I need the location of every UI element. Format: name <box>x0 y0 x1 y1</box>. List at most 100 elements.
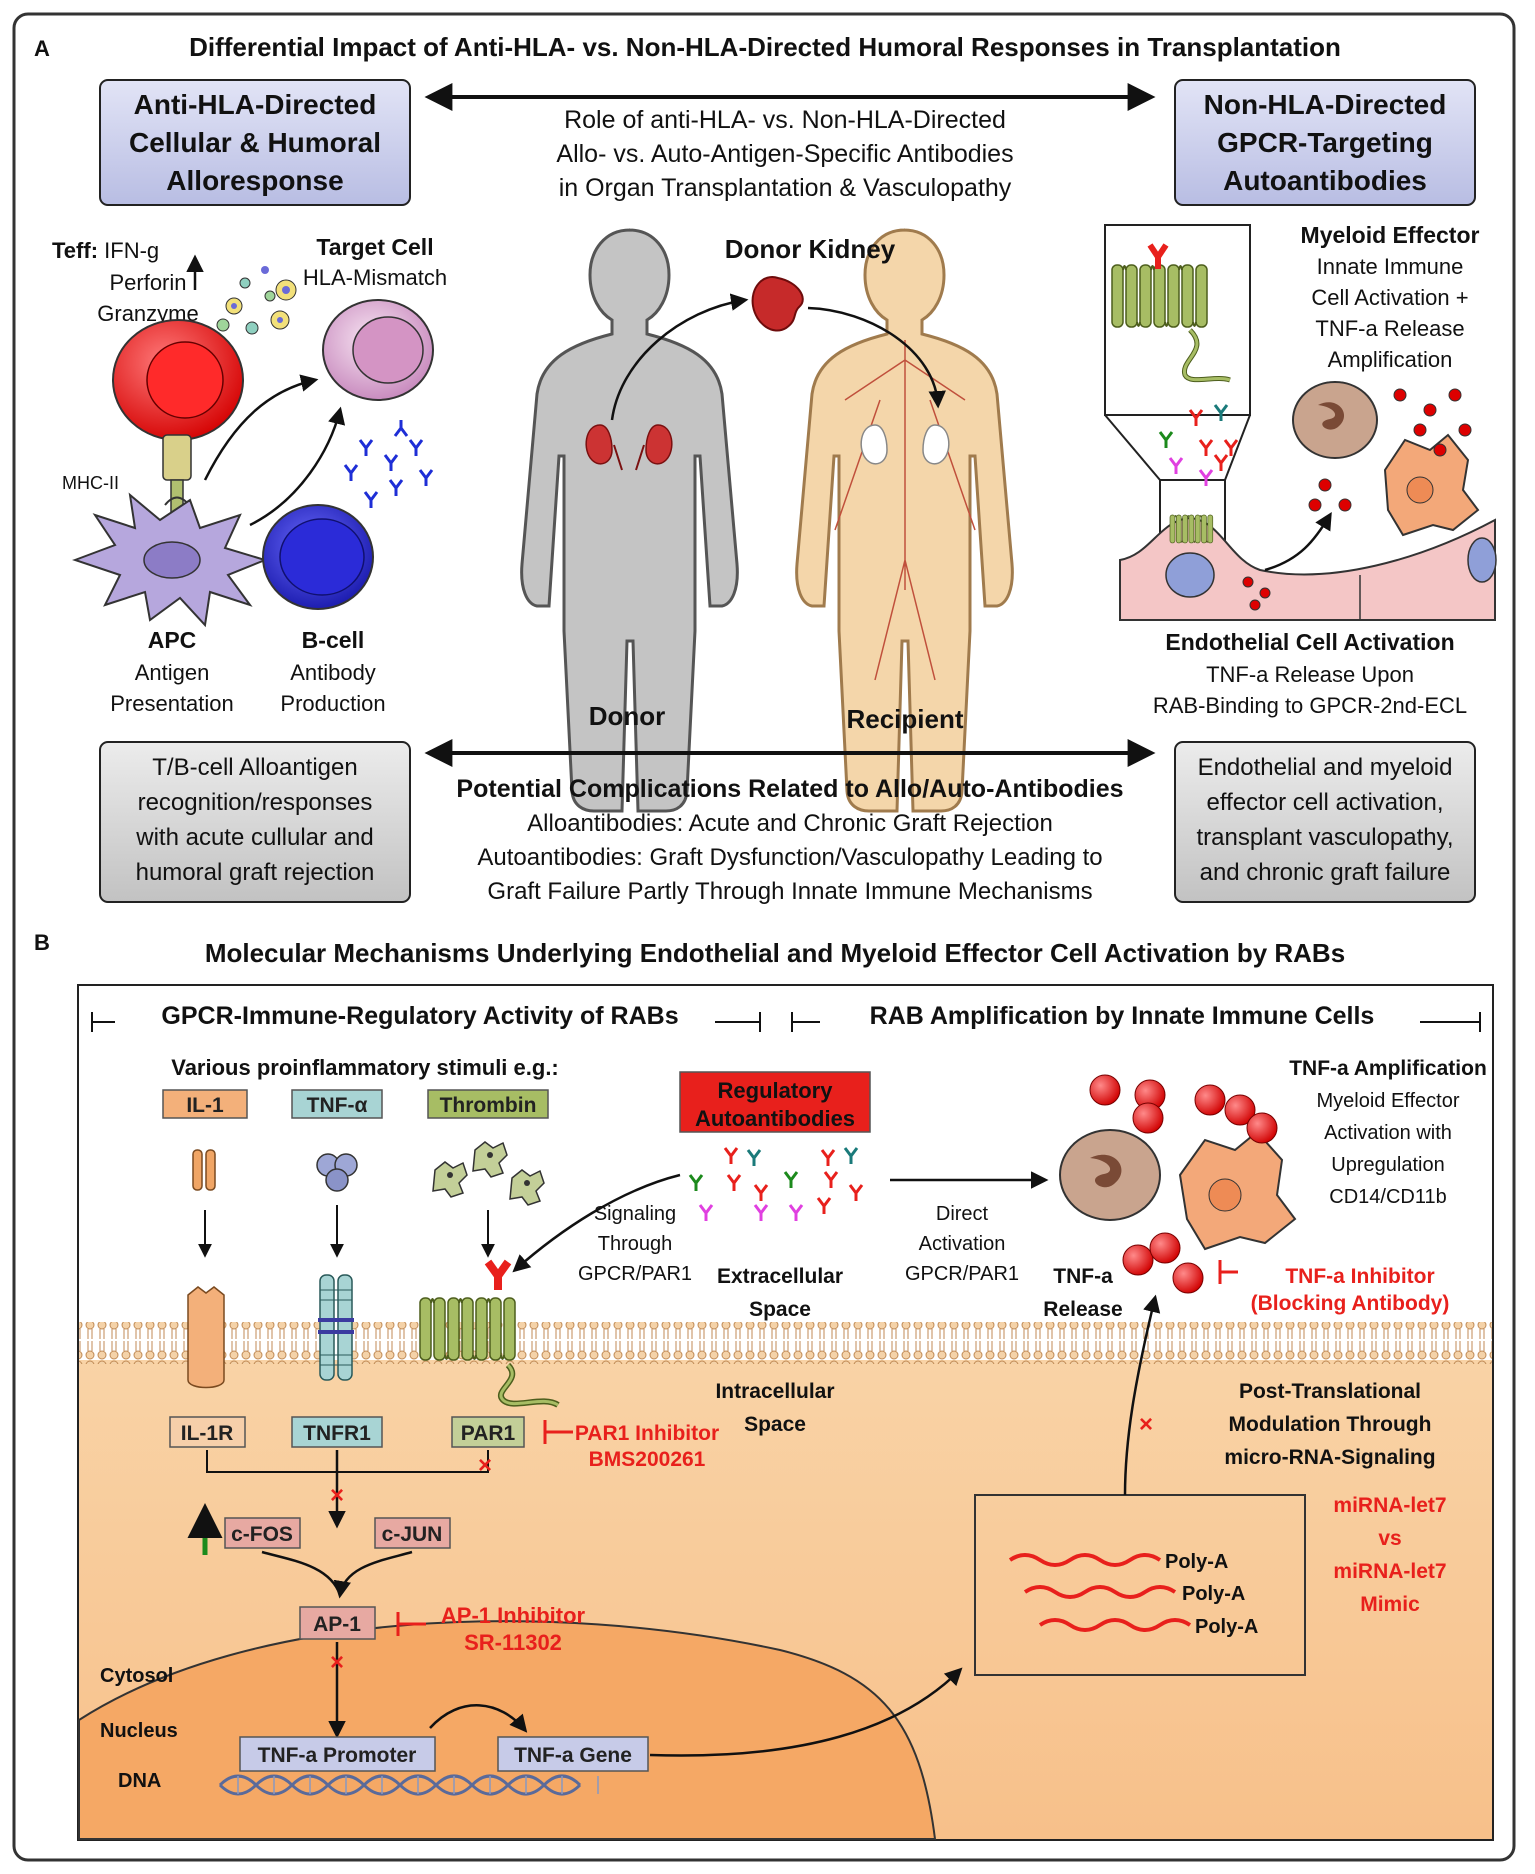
target-cell-subtitle: HLA-Mismatch <box>303 265 447 290</box>
thrombin-icon <box>432 1141 545 1206</box>
donor-kidney-label: Donor Kidney <box>725 234 896 264</box>
donor-to-kidney-arrow <box>610 293 749 421</box>
poly-a-2: Poly-A <box>1182 1583 1245 1605</box>
endothelium-to-myeloid-arrow <box>1264 511 1332 572</box>
complications-line-3: Graft Failure Partly Through Innate Immu… <box>487 878 1092 905</box>
signaling-arrow <box>512 1173 681 1273</box>
tnf-amplification-title: TNF-a Amplification <box>1289 1057 1487 1080</box>
autoantibody-outcome-box: Endothelial and myeloid effector cell ac… <box>1174 741 1476 903</box>
par1-inhibitor-line-1: PAR1 Inhibitor <box>575 1422 719 1445</box>
il1r-label-box: IL-1R <box>169 1416 246 1448</box>
tnfr1-label-box: TNFR1 <box>291 1416 383 1448</box>
par1-inhibitor-line-2: BMS200261 <box>589 1448 706 1471</box>
myeloid-line-1: Innate Immune <box>1317 254 1464 279</box>
regulatory-autoantibodies-line-1: Regulatory <box>718 1078 834 1103</box>
donor-body <box>520 228 739 813</box>
mhc-label: MHC-II <box>62 473 119 493</box>
extracellular-line-1: Extracellular <box>717 1265 843 1288</box>
par1-gpcr-icon <box>419 1297 560 1408</box>
par1-block-x: × <box>478 1452 492 1479</box>
non-hla-box-line-1: Non-HLA-Directed <box>1204 89 1447 120</box>
il1r-receptor-icon <box>187 1286 225 1389</box>
dna-helix <box>218 1774 599 1796</box>
right-header: RAB Amplification by Innate Immune Cells <box>870 1002 1375 1030</box>
tnf-release-line-2: Release <box>1043 1298 1122 1321</box>
tnf-amplification-line-1: Myeloid Effector <box>1316 1090 1459 1112</box>
ap1-inhibitor-line-2: SR-11302 <box>464 1630 562 1655</box>
tnf-particles-a <box>1308 388 1472 512</box>
translation-block-x: × <box>1139 1411 1153 1438</box>
donor-kidney-icon <box>751 276 804 332</box>
signal-block-x: × <box>330 1482 344 1509</box>
receptor-convergence-line <box>206 1450 489 1473</box>
ap1-block-x: × <box>330 1649 344 1676</box>
kidney-to-recipient-arrow <box>807 306 946 409</box>
mrna-box: Poly-A Poly-A Poly-A <box>974 1494 1306 1676</box>
post-translational-line-2: Modulation Through <box>1229 1413 1432 1436</box>
teff-line-1: Teff: IFN-g <box>52 238 159 263</box>
svg-text:Thrombin: Thrombin <box>440 1094 537 1117</box>
dna-label: DNA <box>118 1770 161 1792</box>
svg-text:c-FOS: c-FOS <box>231 1523 293 1546</box>
autoantibody-outcome-line-4: and chronic graft failure <box>1200 859 1451 886</box>
tnf-inhibitor-line-1: TNF-a Inhibitor <box>1285 1265 1434 1288</box>
tnfr1-receptor-icon <box>318 1274 354 1381</box>
promoter-to-gene-arrow <box>429 1704 528 1733</box>
extracellular-line-2: Space <box>749 1298 811 1321</box>
b-cell <box>262 504 374 610</box>
svg-text:IL-1: IL-1 <box>186 1094 224 1117</box>
post-translational-line-3: micro-RNA-Signaling <box>1224 1446 1435 1469</box>
bcell-line-2: Production <box>280 691 385 716</box>
mrna-to-tnf-release-arrow <box>1123 1294 1161 1496</box>
tnf-particles-b <box>1089 1074 1278 1294</box>
intracellular-line-2: Space <box>744 1413 806 1436</box>
non-hla-box: Non-HLA-Directed GPCR-Targeting Autoanti… <box>1174 79 1476 206</box>
teff-line-2: Perforin <box>109 270 186 295</box>
tnf-gene-box: TNF-a Gene <box>497 1736 649 1772</box>
signaling-line-3: GPCR/PAR1 <box>578 1263 692 1285</box>
tnf-inhibitor-bar <box>1218 1260 1238 1284</box>
non-hla-box-line-2: GPCR-Targeting <box>1217 127 1433 158</box>
direct-activation-line-1: Direct <box>936 1203 989 1225</box>
anti-hla-box-line-2: Cellular & Humoral <box>129 127 381 158</box>
target-cell-title: Target Cell <box>316 234 433 260</box>
par1-inhibitor-bar <box>543 1420 573 1444</box>
mirna-line-1: miRNA-let7 <box>1333 1494 1446 1517</box>
donor-label: Donor <box>589 701 666 731</box>
poly-a-3: Poly-A <box>1195 1616 1258 1638</box>
apc-line-1: Antigen <box>135 660 210 685</box>
stimuli-label: Various proinflammatory stimuli e.g.: <box>171 1055 559 1080</box>
regulatory-autoantibodies-box: Regulatory Autoantibodies <box>679 1071 871 1133</box>
svg-text:TNF-a Promoter: TNF-a Promoter <box>258 1744 417 1767</box>
anti-hla-box-line-3: Alloresponse <box>166 165 343 196</box>
gpcr-zoom-panel <box>1104 224 1251 541</box>
panel-a-letter: A <box>34 36 50 61</box>
target-cell <box>322 299 434 401</box>
alloresponse-outcome-box: T/B-cell Alloantigen recognition/respons… <box>99 741 411 903</box>
apc-title: APC <box>148 627 197 653</box>
il1-ligand-icon <box>192 1149 216 1191</box>
par1-label-box: PAR1 <box>451 1416 525 1448</box>
gene-to-mrna-arrow <box>649 1667 963 1757</box>
mirna-line-4: Mimic <box>1360 1593 1420 1616</box>
t-effector-cell <box>112 319 244 441</box>
direct-activation-line-3: GPCR/PAR1 <box>905 1263 1019 1285</box>
myeloid-line-2: Cell Activation + <box>1311 285 1468 310</box>
bcell-line-1: Antibody <box>290 660 376 685</box>
stimulus-thrombin: Thrombin <box>427 1089 549 1119</box>
anti-hla-box-line-1: Anti-HLA-Directed <box>134 89 377 120</box>
myeloid-line-4: Amplification <box>1328 347 1453 372</box>
tnf-inhibitor-line-2: (Blocking Antibody) <box>1251 1292 1450 1315</box>
alloresponse-outcome-line-2: recognition/responses <box>138 789 373 816</box>
myeloid-line-3: TNF-a Release <box>1315 316 1464 341</box>
myeloid-cells-b <box>1059 1129 1297 1251</box>
endothelium <box>1119 514 1497 621</box>
svg-text:PAR1: PAR1 <box>461 1422 516 1445</box>
ap1-inhibitor-bar <box>396 1612 426 1636</box>
tnf-amplification-line-3: Upregulation <box>1331 1154 1444 1176</box>
regulatory-autoantibodies-line-2: Autoantibodies <box>695 1106 855 1131</box>
bcell-title: B-cell <box>302 627 365 653</box>
complications-line-1: Alloantibodies: Acute and Chronic Graft … <box>527 810 1053 837</box>
apc-line-2: Presentation <box>110 691 234 716</box>
